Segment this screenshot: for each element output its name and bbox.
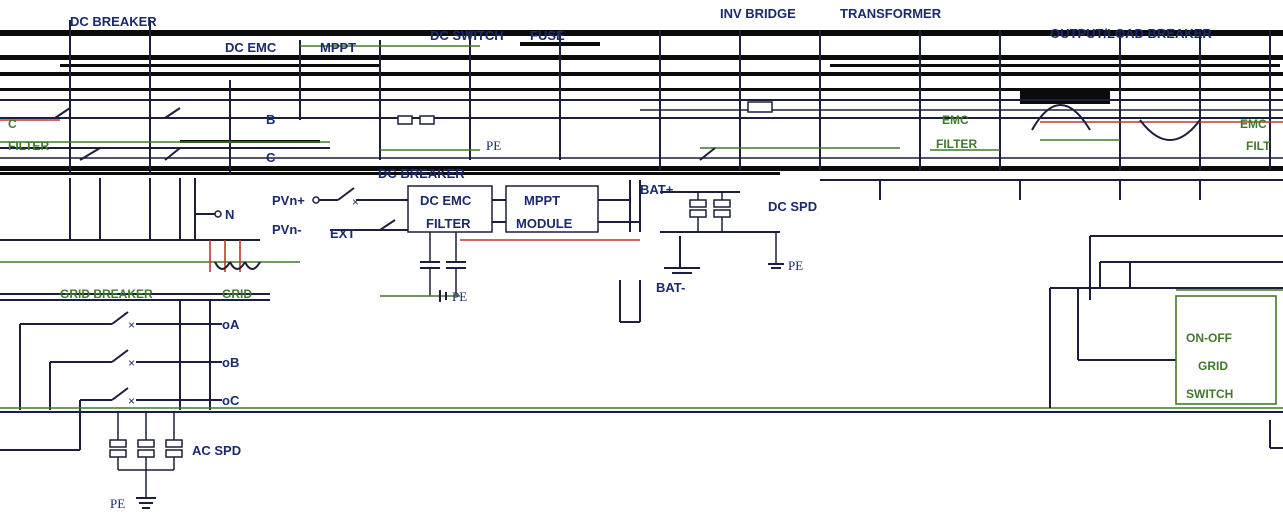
dc-emc-box-line2: FILTER — [426, 216, 471, 231]
inductor-icon — [1031, 104, 1091, 131]
ext-label: EXT — [330, 226, 355, 241]
capacitor-icon — [397, 115, 435, 125]
dc-switch-label: DC SWITCH — [430, 28, 504, 43]
dc-breaker-mid-label: DC BREAKER — [378, 166, 465, 181]
on-off-grid-switch-section — [820, 179, 1283, 449]
pvn-plus-label: PVn+ — [272, 193, 305, 208]
capacitor-icon — [689, 199, 731, 218]
dc-emc-box-line1: DC EMC — [420, 193, 472, 208]
mppt-box-line2: MODULE — [516, 216, 573, 231]
node-n-label: N — [225, 207, 234, 222]
svg-text:×: × — [128, 356, 135, 370]
pv-input-chain: N × PE — [0, 178, 803, 323]
dc-breaker-top-label: DC BREAKER — [70, 14, 157, 29]
fuse-label: FUSE — [530, 28, 565, 43]
left-c-label: C — [8, 117, 17, 131]
svg-text:×: × — [128, 318, 135, 332]
switch-line3: SWITCH — [1186, 387, 1233, 401]
inv-bridge-label: INV BRIDGE — [720, 6, 796, 21]
pe-top-label: PE — [486, 138, 501, 153]
top-busbars — [0, 20, 1283, 175]
output-breaker-label: OUTPUT/LOAD BREAKER — [1050, 26, 1212, 41]
transformer-label: TRANSFORMER — [840, 6, 942, 21]
dc-emc-filter-box — [407, 185, 493, 233]
capacitor-icon — [420, 261, 466, 269]
pe-mid2-label: PE — [788, 258, 803, 273]
svg-text:×: × — [128, 394, 135, 408]
emc-label: EMC — [942, 113, 969, 127]
on-off-grid-switch-box — [1175, 295, 1277, 405]
ground-icon — [136, 497, 156, 509]
grid-a-label: oA — [222, 317, 240, 332]
breaker-icon — [111, 349, 129, 363]
grid-label: GRID — [222, 287, 252, 301]
mppt-top-label: MPPT — [320, 40, 356, 55]
capacitor-icon — [109, 439, 183, 458]
bat-minus-label: BAT- — [656, 280, 685, 295]
pvn-minus-label: PVn- — [272, 222, 302, 237]
switch-line2: GRID — [1198, 359, 1228, 373]
grid-c-label: oC — [222, 393, 240, 408]
left-filter-label: FILTER — [8, 139, 49, 153]
svg-text:×: × — [352, 195, 359, 209]
grid-b-label: oB — [222, 355, 239, 370]
breaker-icon — [111, 311, 129, 325]
switch-line1: ON-OFF — [1186, 331, 1232, 345]
bat-plus-label: BAT+ — [640, 182, 674, 197]
resistor-icon — [747, 101, 773, 113]
pe-bottom-label: PE — [110, 496, 125, 511]
ac-spd-label: AC SPD — [192, 443, 241, 458]
right-emc-label: EMC — [1240, 117, 1267, 131]
node-c-label: C — [266, 150, 276, 165]
filter-label: FILTER — [936, 137, 977, 151]
node-b-label: B — [266, 112, 275, 127]
grid-breaker-label: GRID BREAKER — [60, 287, 153, 301]
grid-breaker-section: × × × — [0, 240, 1283, 509]
dc-spd-label: DC SPD — [768, 199, 817, 214]
right-filter-label: FILT — [1246, 139, 1271, 153]
breaker-icon — [111, 387, 129, 401]
mppt-box-line1: MPPT — [524, 193, 560, 208]
pe-mid-label: PE — [452, 289, 467, 304]
mppt-module-box — [505, 185, 599, 233]
dc-emc-top-label: DC EMC — [225, 40, 277, 55]
breaker-icon — [337, 187, 355, 201]
